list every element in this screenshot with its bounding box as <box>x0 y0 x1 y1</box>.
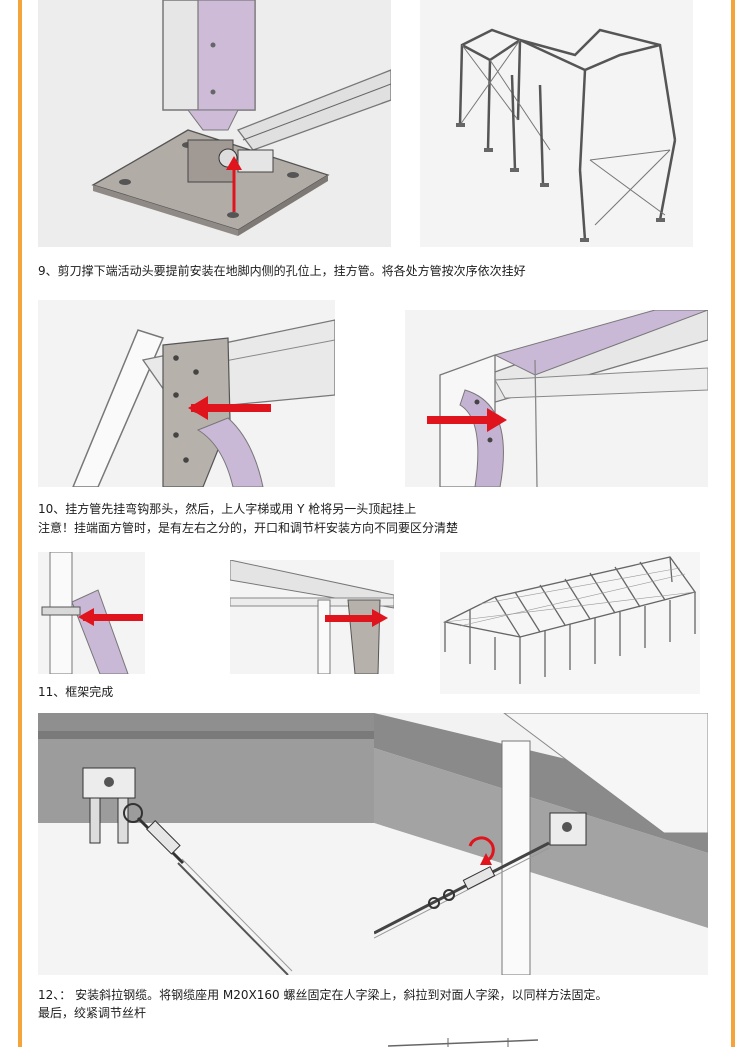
base-plate-illustration <box>38 0 391 247</box>
cable-mount-right-illustration <box>374 713 708 975</box>
frame-skeleton-illustration <box>420 0 693 247</box>
step-10-caption-line1: 10、挂方管先挂弯钩那头，然后，上人字梯或用 Y 枪将另一头顶起挂上 <box>38 502 417 516</box>
step-11-caption: 11、框架完成 <box>38 685 114 699</box>
completed-frame-illustration <box>440 552 700 694</box>
corner-hang-left-illustration <box>38 552 145 674</box>
left-border-strip <box>18 0 22 1047</box>
cable-mount-left-illustration <box>38 713 374 975</box>
right-border-strip <box>731 0 735 1047</box>
step-12-caption-line2: 最后，绞紧调节丝杆 <box>38 1006 147 1020</box>
step-10-caption-line2: 注意！挂端面方管时，是有左右之分的，开口和调节杆安装方向不同要区分清楚 <box>38 521 459 535</box>
step-12-caption-line1: 12、： 安装斜拉钢缆。将钢缆座用 M20X160 螺丝固定在人字梁上，斜拉到对… <box>38 988 608 1002</box>
corner-hang-right-illustration <box>230 560 394 674</box>
hang-tube-right-illustration <box>405 310 708 487</box>
step-9-caption: 9、剪刀撑下端活动头要提前安装在地脚内侧的孔位上，挂方管。将各处方管按次序依次挂… <box>38 264 526 278</box>
next-step-illustration-partial <box>388 1038 538 1047</box>
hang-tube-left-illustration <box>38 300 335 487</box>
